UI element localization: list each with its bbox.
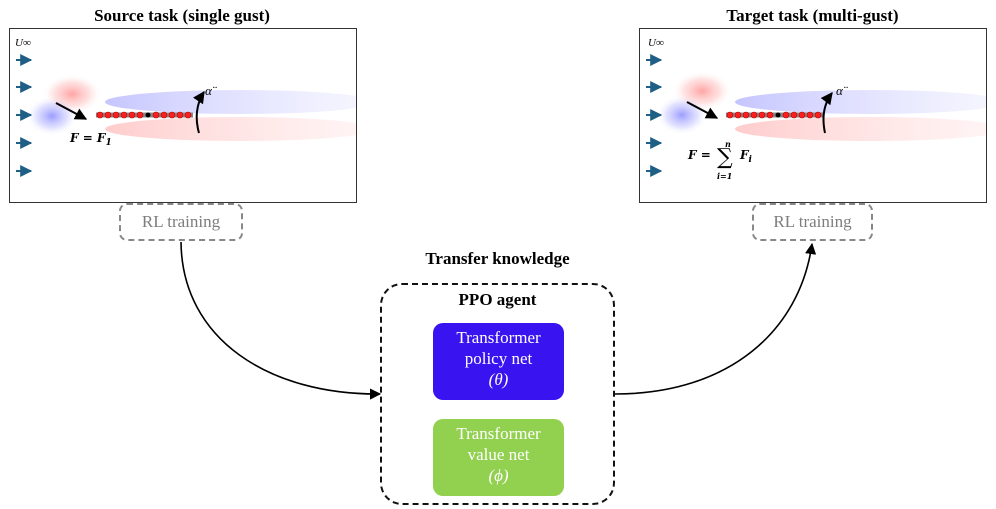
- svg-text:i=1: i=1: [717, 171, 732, 181]
- freestream-label: U∞: [648, 37, 664, 49]
- source-task-title: Source task (single gust): [94, 6, 270, 25]
- svg-text:Fi: Fi: [739, 148, 753, 165]
- inflow-arrow-icon: [16, 54, 33, 177]
- value-net-line2: value net: [467, 445, 530, 464]
- rotation-arrow-icon: [193, 91, 205, 134]
- airfoil-plate: [726, 111, 823, 119]
- airfoil-plate: [96, 111, 193, 119]
- inflow-arrow-icon: [646, 54, 663, 177]
- force-sum-equation: F = n ∑ i=1 Fi: [687, 139, 753, 181]
- source-to-agent-arrow: [180, 241, 382, 400]
- value-net-line1: Transformer: [456, 424, 541, 443]
- policy-net-line1: Transformer: [456, 328, 541, 347]
- target-task-panel: U∞ α̈ F = n ∑ i=1 Fi: [639, 28, 987, 203]
- source-flow-field: U∞ α̈ F = F1: [15, 37, 356, 177]
- policy-net-param: (θ): [488, 370, 509, 389]
- agent-to-target-arrow: [614, 242, 817, 395]
- transfer-knowledge-title: Transfer knowledge: [425, 249, 570, 268]
- source-rl-training-box: RL training: [119, 203, 243, 241]
- svg-text:∑: ∑: [717, 145, 733, 170]
- alpha-label: α̈: [205, 83, 217, 98]
- ppo-agent-title: PPO agent: [458, 290, 537, 309]
- policy-net-line2: policy net: [464, 349, 533, 368]
- ppo-agent-box: PPO agent Transformer policy net (θ) Tra…: [380, 283, 615, 505]
- force-arrow-icon: [55, 102, 88, 120]
- alpha-label: α̈: [836, 83, 848, 98]
- svg-text:n: n: [725, 139, 731, 149]
- value-net-box: Transformer value net (ϕ): [433, 419, 564, 496]
- force-arrow-icon: [686, 101, 719, 119]
- policy-net-box: Transformer policy net (θ): [433, 323, 564, 400]
- source-task-panel: U∞ α̈ F = F1: [9, 28, 357, 203]
- rotation-arrow-icon: [820, 92, 833, 134]
- value-net-param: (ϕ): [488, 466, 509, 485]
- force-equation: F = F1: [69, 131, 112, 148]
- freestream-label: U∞: [15, 37, 31, 49]
- target-flow-field: U∞ α̈ F = n ∑ i=1 Fi: [646, 37, 986, 181]
- target-task-title: Target task (multi-gust): [726, 6, 899, 25]
- target-rl-training-box: RL training: [752, 203, 873, 241]
- svg-text:F =: F =: [687, 148, 711, 162]
